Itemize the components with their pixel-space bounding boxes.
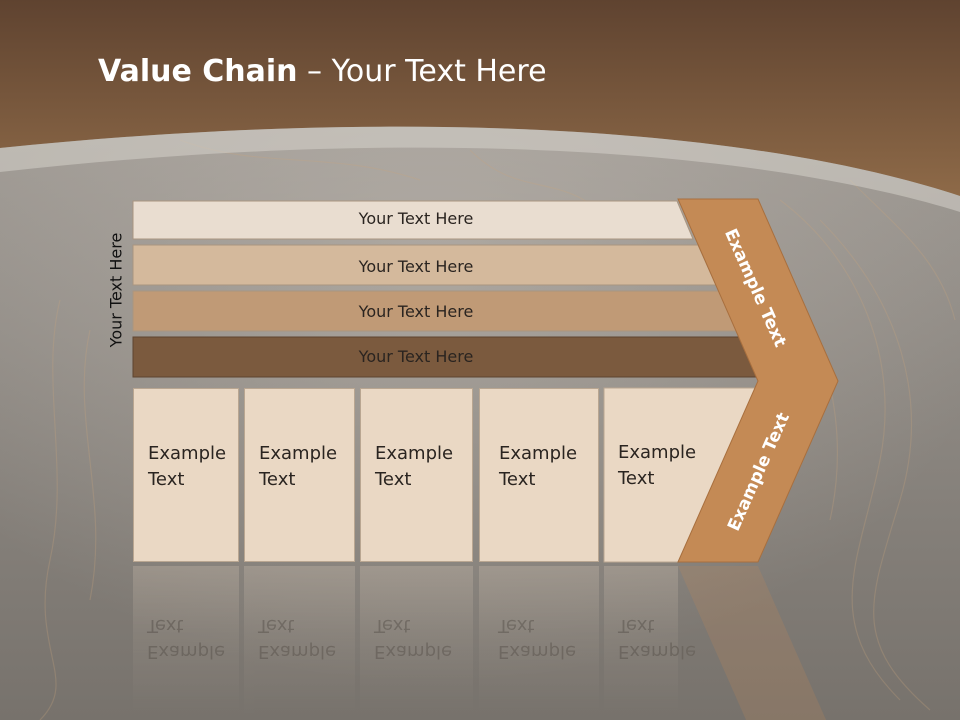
- cell-2-reflection: Example Text: [244, 566, 355, 716]
- slide-title: Value Chain – Your Text Here: [98, 54, 547, 89]
- cell-5-line1: Example: [618, 442, 697, 463]
- cell-1-reflection-line1: Example: [147, 641, 226, 662]
- header-swoosh: [0, 126, 960, 212]
- cell-2: Example Text: [244, 388, 355, 562]
- cell-2-reflection-line2: Text: [258, 615, 295, 636]
- cell-1-line1: Example: [148, 443, 227, 464]
- cell-2-reflection-text: Example Text: [258, 612, 336, 664]
- cell-3-line2: Text: [375, 469, 412, 490]
- cell-2-text: Example Text: [259, 441, 337, 493]
- cell-3-line1: Example: [375, 443, 454, 464]
- cell-2-line2: Text: [259, 469, 296, 490]
- cell-4-line1: Example: [499, 443, 578, 464]
- cell-5-text: Example Text: [618, 440, 696, 492]
- bar-1-label: Your Text Here: [358, 209, 474, 228]
- cell-2-line1: Example: [259, 443, 338, 464]
- cell-5-reflection-line1: Example: [618, 641, 697, 662]
- cell-2-reflection-line1: Example: [258, 641, 337, 662]
- cell-5-reflection-text: Example Text: [618, 612, 696, 664]
- title-bold: Value Chain: [98, 54, 298, 89]
- cell-4: Example Text: [479, 388, 599, 562]
- cell-4-reflection-line1: Example: [498, 641, 577, 662]
- cell-1-reflection-text: Example Text: [147, 612, 225, 664]
- cell-1-text: Example Text: [148, 441, 226, 493]
- cell-3-reflection-text: Example Text: [374, 612, 452, 664]
- cell-4-line2: Text: [499, 469, 536, 490]
- cell-4-reflection-line2: Text: [498, 615, 535, 636]
- cell-4-text: Example Text: [499, 441, 577, 493]
- cell-4-reflection: Example Text: [479, 566, 599, 716]
- cell-1-reflection-line2: Text: [147, 615, 184, 636]
- header-band: [0, 0, 960, 196]
- cell-1-line2: Text: [148, 469, 185, 490]
- cell-1-reflection: Example Text: [133, 566, 239, 716]
- cell-3-reflection-line2: Text: [374, 615, 411, 636]
- arrow-reflection-shape: [678, 566, 827, 720]
- cell-3-reflection-line1: Example: [374, 641, 453, 662]
- cell-4-reflection-text: Example Text: [498, 612, 576, 664]
- bar-1: [132, 200, 694, 240]
- cell-1: Example Text: [133, 388, 239, 562]
- cell-3-reflection: Example Text: [360, 566, 473, 716]
- chevron-arrow: [677, 198, 839, 563]
- bar-4-label: Your Text Here: [358, 347, 474, 366]
- title-rest: – Your Text Here: [297, 54, 547, 89]
- arrow-reflection: [678, 566, 827, 720]
- cell-5-line2: Text: [618, 468, 655, 489]
- cell-5-reflection-line2: Text: [618, 615, 655, 636]
- cell-3-text: Example Text: [375, 441, 453, 493]
- bar-2-label: Your Text Here: [358, 257, 474, 276]
- bar-3-label: Your Text Here: [358, 302, 474, 321]
- cell-3: Example Text: [360, 388, 473, 562]
- cell-5-reflection: Example Text: [604, 566, 696, 716]
